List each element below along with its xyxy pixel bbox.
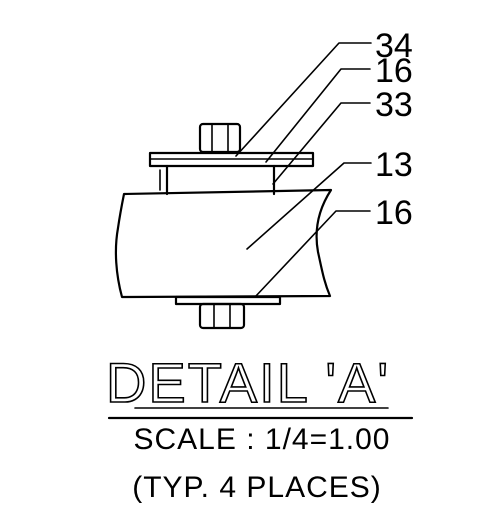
nut (198, 302, 246, 330)
tube-body (114, 188, 333, 299)
callout-16-bottom: 16 (375, 194, 413, 232)
callout-34: 34 (375, 27, 413, 65)
scale-note: SCALE : 1/4=1.00 (134, 423, 391, 456)
callout-16-top: 16 (375, 52, 413, 90)
callout-33: 33 (375, 86, 413, 124)
bottom-washer (174, 295, 282, 306)
placement-note: (TYP. 4 PLACES) (132, 471, 382, 504)
bolt-head (198, 122, 242, 154)
callout-13: 13 (375, 146, 413, 184)
detail-title: DETAIL 'A' (106, 351, 390, 414)
spacer (159, 164, 276, 196)
leader-lines (235, 42, 372, 298)
top-washer (148, 151, 315, 168)
title-underline (107, 407, 414, 420)
